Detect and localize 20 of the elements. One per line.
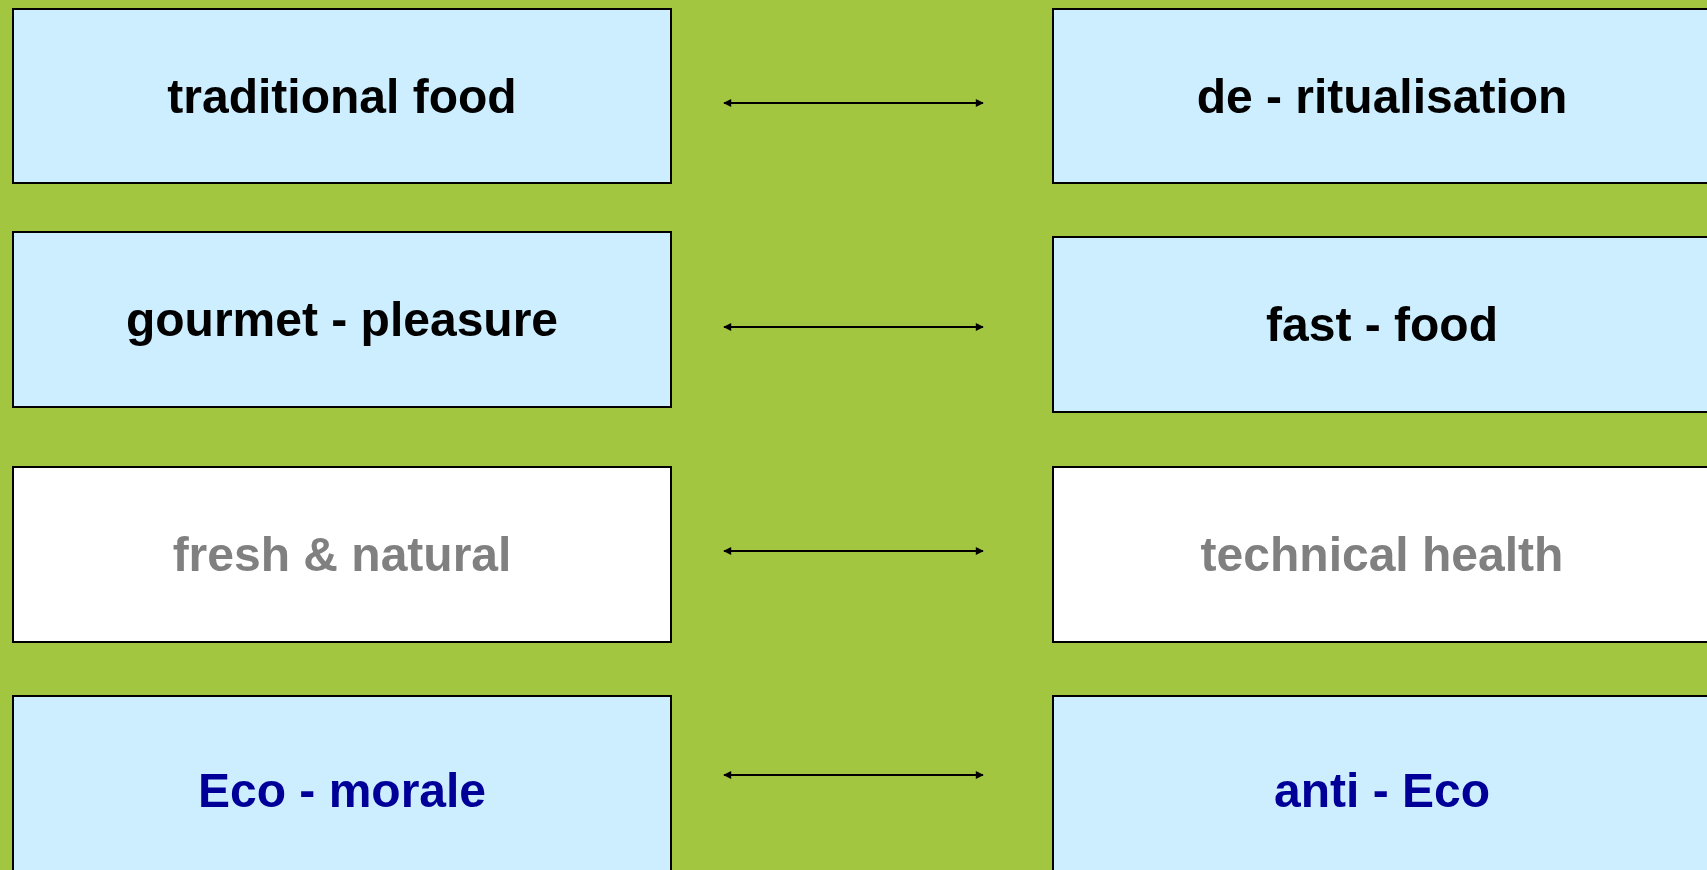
box-label: fresh & natural xyxy=(172,527,512,582)
box-label: traditional food xyxy=(167,68,517,124)
box-label: technical health xyxy=(1200,527,1564,582)
concept-box xyxy=(1052,8,1707,184)
double-headed-arrow xyxy=(723,99,984,107)
box-label: de - ritualisation xyxy=(1196,68,1568,124)
concept-box xyxy=(12,466,672,643)
box-label: fast - food xyxy=(1266,297,1498,352)
concept-box xyxy=(12,695,672,870)
box-label: Eco - morale xyxy=(197,762,487,818)
box-label: gourmet - pleasure xyxy=(125,292,559,347)
concept-box xyxy=(1052,236,1707,413)
concept-box xyxy=(12,8,672,184)
concept-box xyxy=(1052,695,1707,870)
double-headed-arrow xyxy=(723,771,984,779)
box-label: anti - Eco xyxy=(1274,762,1490,818)
double-headed-arrow xyxy=(723,547,984,555)
double-headed-arrow xyxy=(723,323,984,331)
concept-box xyxy=(1052,466,1707,643)
concept-box xyxy=(12,231,672,408)
